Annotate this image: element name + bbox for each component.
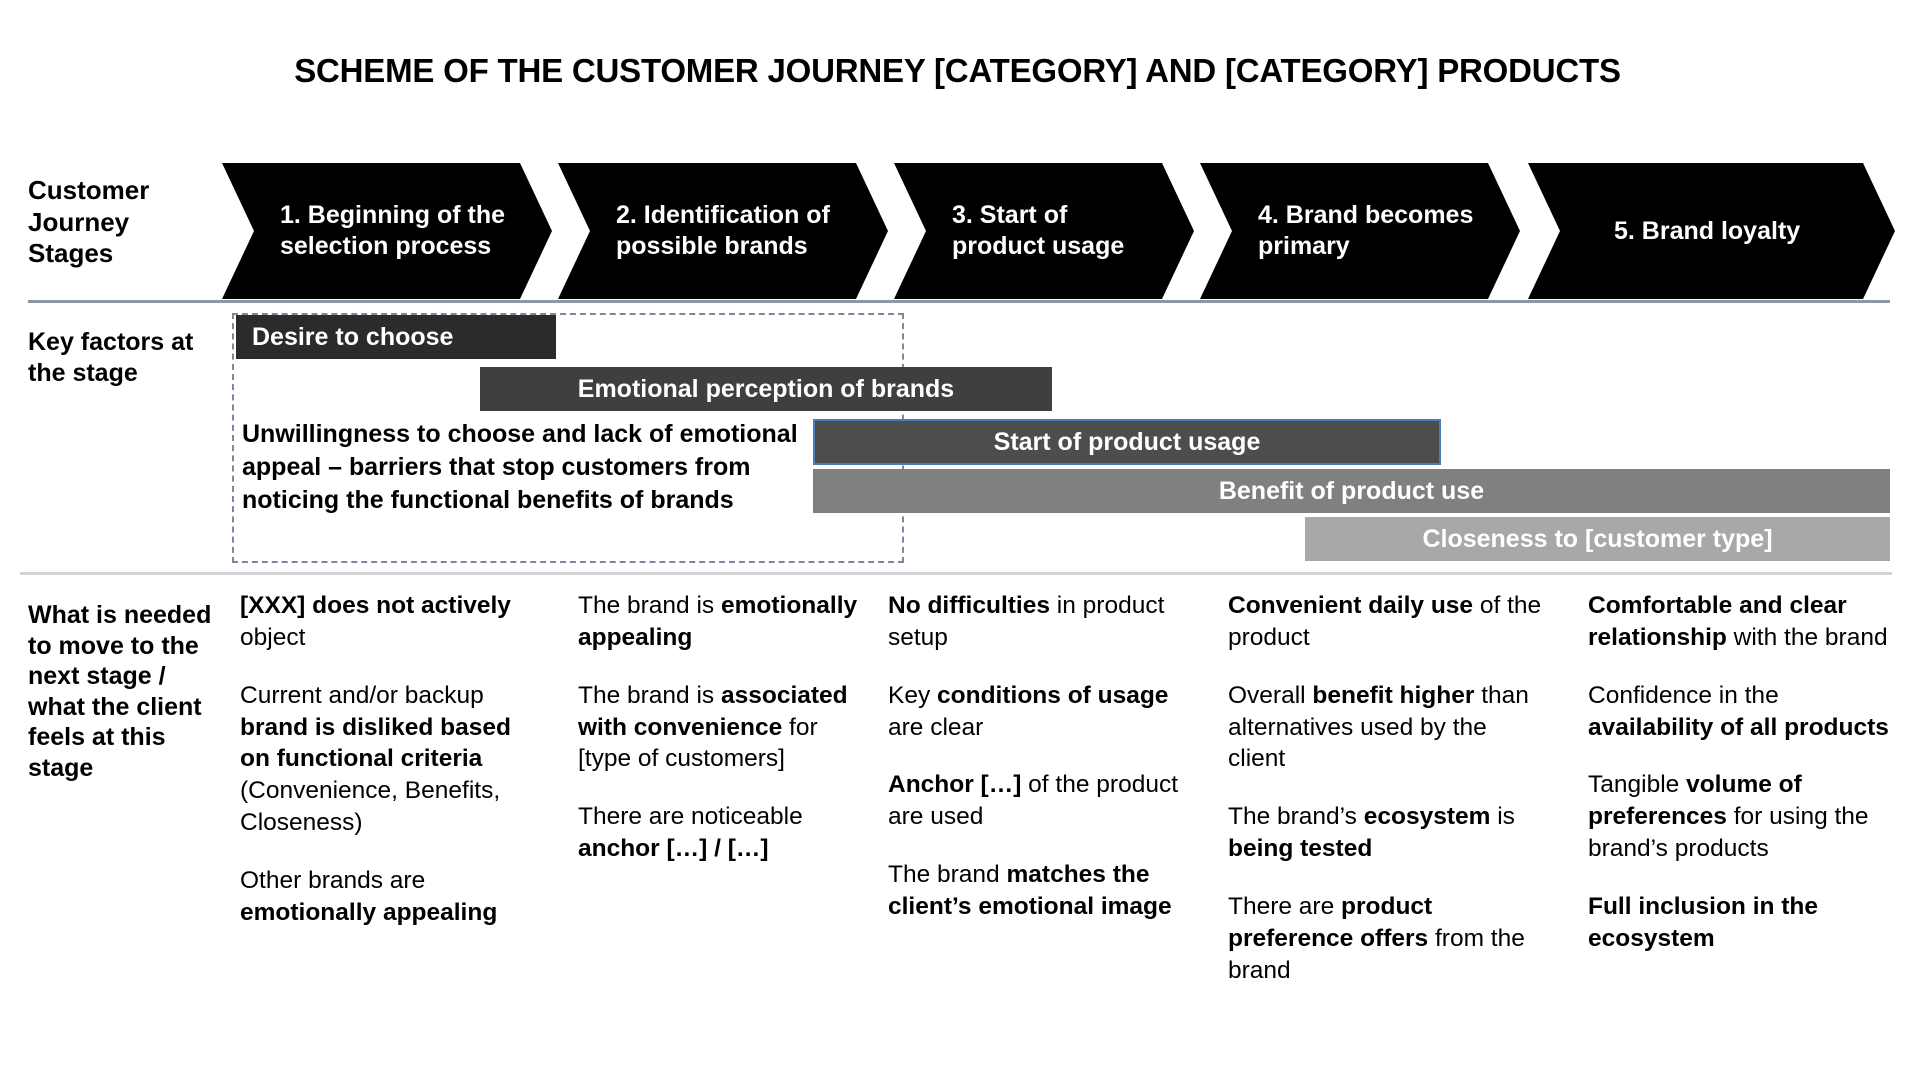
key-factor-band-1: Desire to choose: [236, 315, 556, 359]
key-factor-band-label: Start of product usage: [993, 427, 1261, 456]
key-factor-band-4: Benefit of product use: [813, 469, 1890, 513]
needed-item: The brand is emotionally appealing: [578, 592, 858, 651]
needed-item: Other brands are emotionally appealing: [240, 866, 498, 926]
needed-item: Key conditions of usage are clear: [888, 681, 1169, 741]
journey-stage-label: 5. Brand loyalty: [1614, 216, 1801, 245]
key-factor-band-label: Emotional perception of brands: [577, 374, 955, 403]
journey-stage-2[interactable]: 2. Identification of possible brands: [558, 163, 888, 299]
needed-item: The brand is associated with convenience…: [578, 681, 848, 773]
needed-item: Full inclusion in the ecosystem: [1588, 892, 1819, 952]
needed-item: The brand matches the client’s emotional…: [888, 861, 1172, 920]
journey-stage-5[interactable]: 5. Brand loyalty: [1528, 163, 1895, 299]
key-factor-band-label: Benefit of product use: [1218, 476, 1485, 505]
journey-stage-3[interactable]: 3. Start of product usage: [894, 163, 1194, 299]
journey-stage-label: 3. Start of product usage: [952, 201, 1125, 260]
needed-column-5: Comfortable and clear relationship with …: [1588, 590, 1898, 981]
needed-item: Confidence in the availability of all pr…: [1588, 681, 1889, 741]
needed-item: Current and/or backup brand is disliked …: [240, 681, 511, 837]
needed-item: [XXX] does not actively object: [240, 592, 511, 651]
customer-journey-stages-row: 1. Beginning of the selection process 2. …: [0, 163, 1915, 299]
row-label-customer-journey-stages: Customer Journey Stages: [28, 175, 150, 269]
divider-factors-needed: [20, 572, 1892, 575]
needed-item: Convenient daily use of the product: [1228, 592, 1542, 651]
key-factor-band-5: Closeness to [customer type]: [1305, 517, 1890, 561]
key-factor-band-label: Desire to choose: [252, 322, 454, 351]
journey-stage-label: 4. Brand becomes primary: [1258, 201, 1474, 260]
journey-stage-1[interactable]: 1. Beginning of the selection process: [222, 163, 552, 299]
needed-item: Anchor […] of the product are used: [888, 771, 1179, 831]
barriers-note: Unwillingness to choose and lack of emot…: [242, 420, 798, 514]
key-factors-bands: Unwillingness to choose and lack of emot…: [0, 305, 1915, 570]
needed-item: Overall benefit higher than alternatives…: [1228, 681, 1529, 773]
needed-item: There are product preference offers from…: [1228, 892, 1525, 984]
row-label-key-factors: Key factors at the stage: [28, 328, 194, 387]
row-label-what-is-needed: What is needed to move to the next stage…: [28, 601, 212, 782]
journey-stage-4[interactable]: 4. Brand becomes primary: [1200, 163, 1520, 299]
page-title: SCHEME OF THE CUSTOMER JOURNEY [CATEGORY…: [294, 52, 1621, 89]
key-factor-band-label: Closeness to [customer type]: [1422, 524, 1773, 553]
key-factor-band-2: Emotional perception of brands: [480, 367, 1052, 411]
needed-item: There are noticeable anchor […] / […]: [578, 803, 803, 863]
needed-item: No difficulties in product setup: [888, 592, 1165, 651]
journey-stage-label: 2. Identification of possible brands: [616, 201, 830, 260]
needed-item: Tangible volume of preferences for using…: [1588, 771, 1869, 863]
journey-stage-label: 1. Beginning of the selection process: [280, 201, 505, 260]
needed-item: Comfortable and clear relationship with …: [1588, 592, 1888, 651]
key-factor-band-3: Start of product usage: [813, 419, 1441, 465]
needed-item: The brand’s ecosystem is being tested: [1228, 803, 1515, 863]
divider-stages-factors: [28, 300, 1890, 303]
